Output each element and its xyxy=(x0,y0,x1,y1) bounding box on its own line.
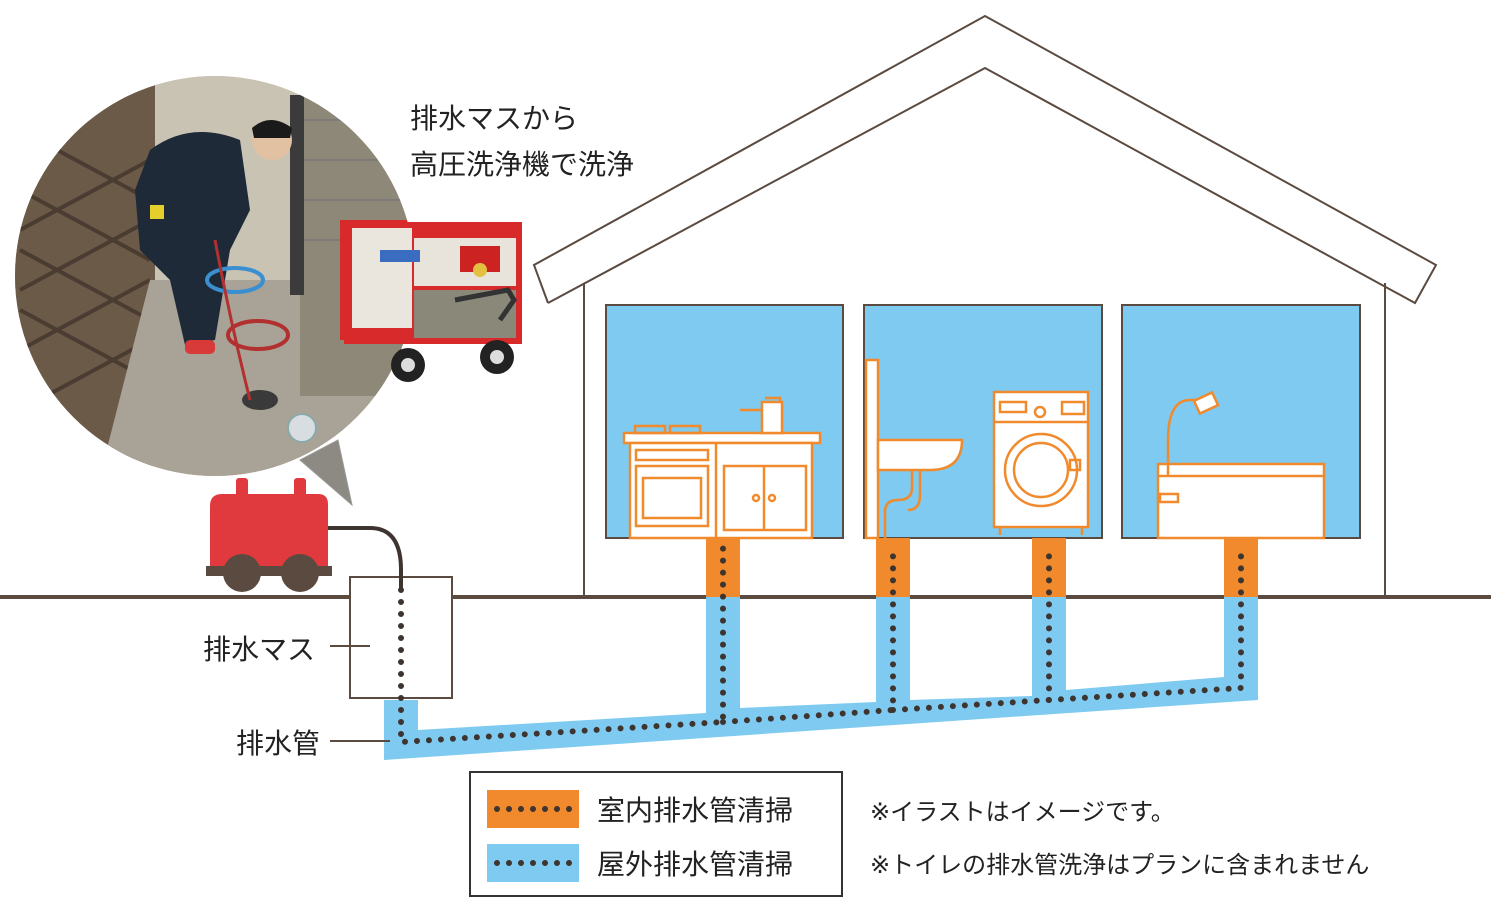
legend-swatch-indoor xyxy=(487,790,579,828)
bathtub-icon xyxy=(1156,390,1326,540)
caption-line-2: 高圧洗浄機で洗浄 xyxy=(410,148,635,181)
legend-label-outdoor: 屋外排水管清掃 xyxy=(597,848,794,881)
drain-pipe-label: 排水管 xyxy=(236,727,321,760)
legend-item-outdoor: 屋外排水管清掃 xyxy=(487,843,793,883)
washbasin-and-washer-icon xyxy=(864,358,1090,540)
note-toilet-excluded: ※トイレの排水管洗浄はプランに含まれません xyxy=(870,851,1370,879)
legend-label-indoor: 室内排水管清掃 xyxy=(597,794,794,827)
pressure-washer-photo xyxy=(15,76,415,507)
legend-swatch-outdoor xyxy=(487,844,579,882)
house-roof-outer xyxy=(532,14,1438,305)
outdoor-drain-pipe xyxy=(384,597,1258,760)
photo-caption: 排水マスから 高圧洗浄機で洗浄 xyxy=(410,96,634,188)
legend: 室内排水管清掃 屋外排水管清掃 xyxy=(469,771,843,897)
cleaning-hose-path xyxy=(398,545,1244,746)
legend-item-indoor: 室内排水管清掃 xyxy=(487,789,793,829)
note-illustration: ※イラストはイメージです。 xyxy=(870,798,1175,826)
caption-line-1: 排水マスから xyxy=(410,102,579,135)
pressure-washer-icon xyxy=(206,478,332,592)
house xyxy=(532,14,1438,596)
washer-hose xyxy=(300,526,403,590)
drain-basin-label: 排水マス xyxy=(203,633,316,666)
